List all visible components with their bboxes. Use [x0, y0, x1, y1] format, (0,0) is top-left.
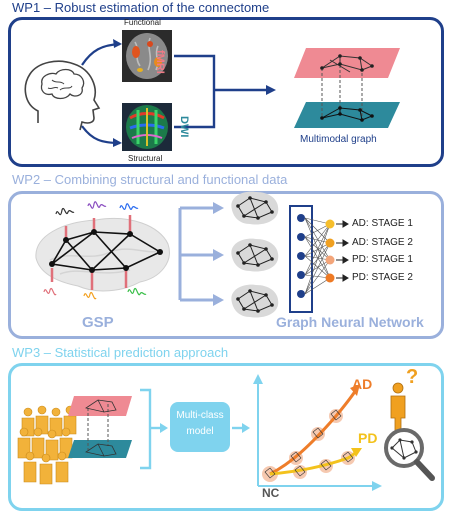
wp1-diagram [24, 30, 400, 151]
wp3-panel [8, 363, 444, 511]
nc-label: NC [262, 486, 280, 500]
crowd-icon [17, 405, 77, 485]
output-pd-stage-2: PD: STAGE 2 [352, 272, 413, 283]
brain-graph-icon [231, 284, 279, 318]
wp1-panel [8, 17, 444, 167]
gnn-label: Graph Neural Network [276, 314, 424, 330]
ad-label: AD [352, 376, 373, 392]
functional-label: Functional [124, 18, 161, 27]
wp2-title: WP2 – Combining structural and functiona… [12, 172, 288, 187]
multimodal-graph-label: Multimodal graph [300, 134, 377, 145]
pd-label: PD [358, 430, 378, 446]
brain-fmri-icon [122, 30, 172, 82]
model-label-line1: Multi-class [176, 410, 224, 421]
head-profile-icon [24, 60, 101, 131]
wp2-diagram [35, 191, 349, 318]
person-icon [390, 382, 406, 435]
output-ad-stage-2: AD: STAGE 2 [352, 237, 413, 248]
structural-label: Structural [128, 154, 163, 163]
model-label-line2: model [186, 426, 214, 437]
magnifier-icon [384, 428, 435, 481]
question-mark: ? [406, 366, 419, 388]
output-ad-stage-1: AD: STAGE 1 [352, 218, 413, 229]
brain-graph-icon [231, 238, 279, 272]
wp1-title: WP1 – Robust estimation of the connectom… [12, 0, 270, 15]
brain-dwi-icon [122, 103, 172, 151]
wp3-title: WP3 – Statistical prediction approach [12, 345, 229, 360]
output-pd-stage-1: PD: STAGE 1 [352, 254, 413, 265]
wp2-panel [8, 191, 444, 339]
brain-graph-icon [231, 191, 279, 225]
gsp-label: GSP [82, 314, 114, 331]
